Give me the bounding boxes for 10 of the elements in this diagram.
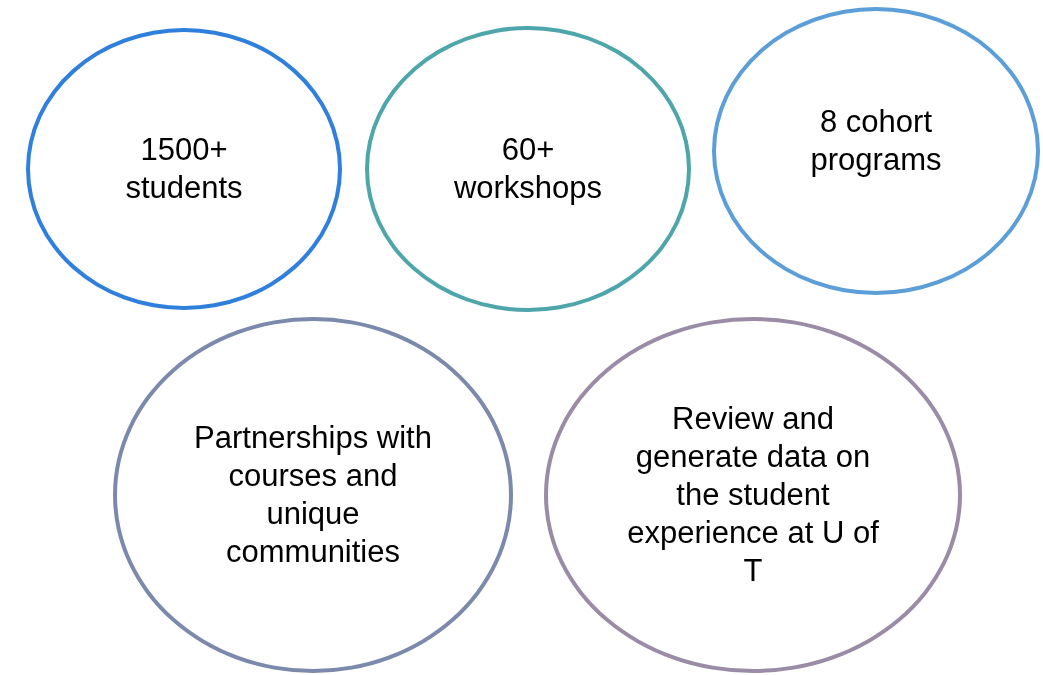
- stat-circle: [544, 317, 962, 673]
- circle-text: 8 cohort programs: [809, 102, 943, 179]
- stat-circle: [26, 28, 342, 310]
- stat-circle: [712, 7, 1040, 295]
- circle-text: 1500+ students: [124, 130, 244, 207]
- stat-circle: [113, 317, 513, 673]
- circle-text: Review and generate data on the student experience at U of T: [626, 399, 880, 591]
- circle-text: 60+ workshops: [452, 130, 604, 207]
- circle-text: Partnerships with courses and unique communities: [193, 418, 433, 572]
- stat-circle: [365, 26, 691, 312]
